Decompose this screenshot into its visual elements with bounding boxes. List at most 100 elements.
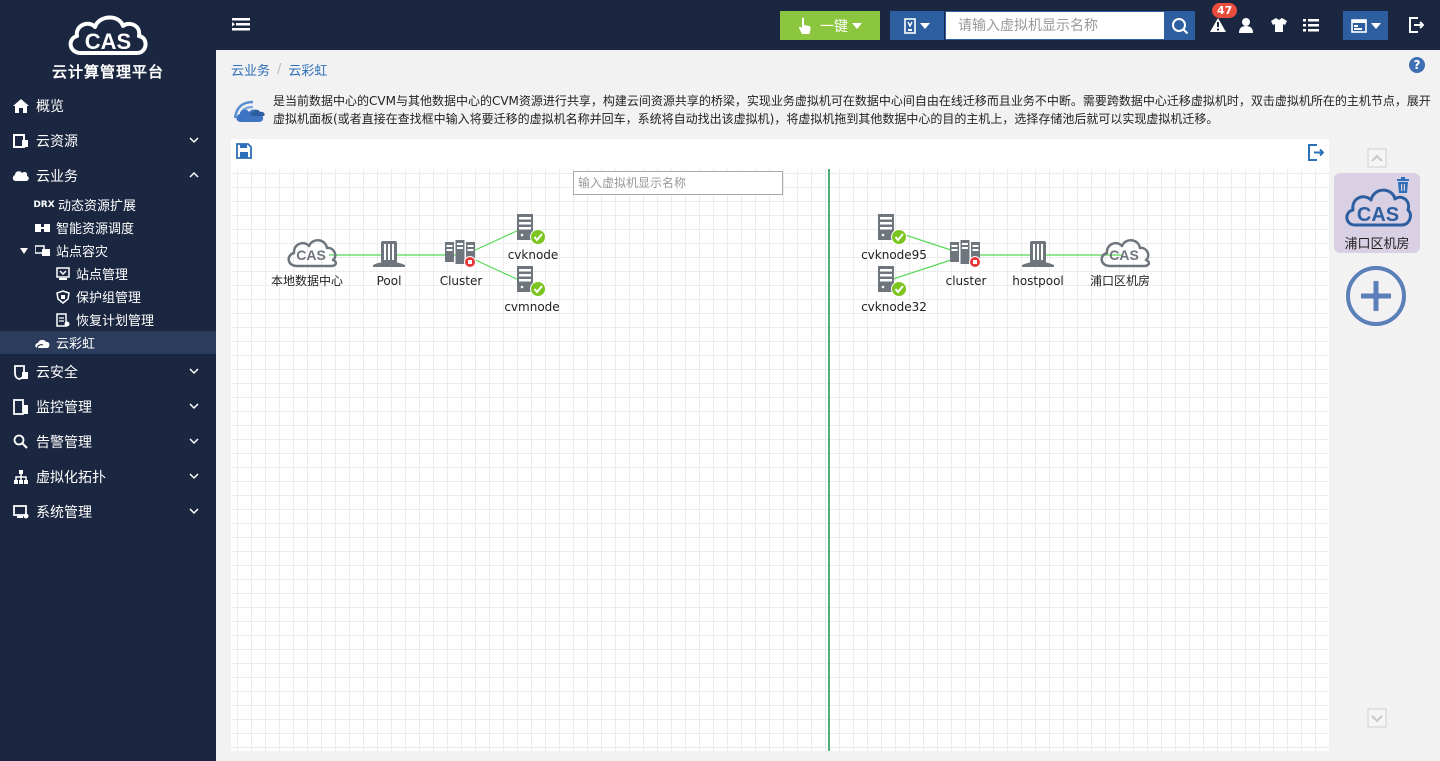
monitor-icon — [12, 398, 30, 416]
tshirt-icon — [1271, 18, 1287, 32]
list-icon — [1303, 19, 1319, 32]
site-card-label: 浦口区机房 — [1344, 237, 1410, 252]
menu-toggle-icon[interactable] — [230, 14, 252, 34]
node-remote-datacenter[interactable]: CAS 浦口区机房 — [1090, 238, 1151, 288]
breadcrumb-link-cloud-service[interactable]: 云业务 — [231, 64, 271, 79]
sidebar-item-protection-group[interactable]: 保护组管理 — [0, 285, 216, 308]
node-label: 本地数据中心 — [271, 273, 343, 288]
caret-down-icon — [1370, 22, 1381, 29]
cloud-resource-icon — [12, 132, 30, 150]
node-host-cvknode95[interactable]: cvknode95 — [861, 214, 927, 262]
node-pool[interactable]: Pool — [373, 241, 405, 288]
cloud-rainbow-icon — [233, 100, 265, 122]
sidebar-item-monitor[interactable]: 监控管理 — [0, 389, 216, 424]
breadcrumb-separator: / — [277, 62, 282, 77]
trash-icon[interactable] — [1396, 177, 1410, 193]
site-mgmt-icon — [54, 266, 72, 281]
one-click-label: 一键 — [820, 18, 848, 35]
topology-link — [470, 228, 522, 253]
sidebar-item-label: 概览 — [36, 98, 64, 115]
sidebar-item-cloud-security[interactable]: 云安全 — [0, 354, 216, 389]
sidebar-item-system[interactable]: 系统管理 — [0, 494, 216, 529]
sidebar: CAS 云计算管理平台 概览 云资源 云业务 DRX 动态资源扩展 智能资源调度 — [0, 0, 216, 761]
vm-type-dropdown[interactable] — [890, 11, 944, 40]
node-label: cvknode — [508, 248, 559, 262]
ok-status-icon — [529, 228, 547, 246]
sidebar-item-drx[interactable]: DRX 动态资源扩展 — [0, 193, 216, 216]
error-status-icon — [464, 256, 476, 268]
sidebar-item-alarm[interactable]: 告警管理 — [0, 424, 216, 459]
save-icon[interactable] — [236, 143, 252, 159]
sidebar-item-label: 保护组管理 — [76, 291, 142, 306]
topology-canvas[interactable]: CAS 本地数据中心 Pool Cluster cvknode cvmnode … — [231, 139, 1329, 751]
node-host-cvknode[interactable]: cvknode — [508, 214, 559, 262]
node-host-cvknode32[interactable]: cvknode32 — [861, 266, 927, 314]
chevron-down-icon — [189, 473, 199, 480]
node-cluster-right[interactable]: cluster — [946, 240, 987, 288]
sidebar-item-label: 云业务 — [36, 168, 78, 185]
user-icon — [1239, 18, 1253, 33]
home-icon — [12, 97, 30, 115]
ok-status-icon — [890, 228, 908, 246]
sidebar-item-overview[interactable]: 概览 — [0, 88, 216, 123]
node-label: Cluster — [440, 274, 483, 288]
cloud-service-icon — [12, 167, 30, 185]
user-button[interactable] — [1235, 14, 1257, 36]
node-cluster[interactable]: Cluster — [440, 240, 483, 288]
caret-down-icon — [20, 247, 28, 254]
alarm-button[interactable] — [1207, 14, 1229, 36]
description-text: 是当前数据中心的CVM与其他数据中心的CVM资源进行共享，构建云间资源共享的桥梁… — [273, 94, 1431, 126]
drx-icon: DRX — [33, 199, 55, 210]
sidebar-item-label: 站点管理 — [76, 268, 129, 283]
task-list-button[interactable] — [1300, 14, 1322, 36]
vm-search-input[interactable] — [945, 11, 1165, 40]
alarm-count-badge: 47 — [1212, 3, 1238, 18]
shield-icon — [12, 363, 30, 381]
sidebar-item-site-mgmt[interactable]: 站点管理 — [0, 262, 216, 285]
search-icon — [1172, 17, 1189, 34]
sidebar-item-label: 云安全 — [36, 364, 78, 381]
view-switch-button[interactable] — [1343, 11, 1388, 40]
ok-status-icon — [890, 280, 908, 298]
node-hostpool[interactable]: hostpool — [1012, 241, 1064, 288]
sidebar-item-site-dr[interactable]: 站点容灾 — [0, 239, 216, 262]
topology-graph: CAS 本地数据中心 Pool Cluster cvknode cvmnode … — [271, 214, 1151, 314]
sidebar-item-label: 站点容灾 — [56, 245, 109, 260]
cloud-rainbow-icon — [34, 336, 52, 350]
site-dr-icon — [34, 244, 52, 258]
node-local-datacenter[interactable]: CAS 本地数据中心 — [271, 238, 343, 288]
scroll-down-button[interactable] — [1367, 708, 1387, 728]
sidebar-item-cloud-resource[interactable]: 云资源 — [0, 123, 216, 158]
sidebar-item-topology[interactable]: 虚拟化拓扑 — [0, 459, 216, 494]
node-host-cvmnode[interactable]: cvmnode — [504, 266, 560, 314]
chevron-down-icon — [189, 403, 199, 410]
top-bar: 一键 47 — [216, 0, 1440, 50]
help-icon[interactable]: ? — [1409, 57, 1425, 73]
sidebar-item-rainbow[interactable]: 云彩虹 — [0, 331, 216, 354]
sidebar-item-label: 监控管理 — [36, 399, 92, 416]
scroll-up-button[interactable] — [1367, 148, 1387, 168]
sidebar-item-scheduling[interactable]: 智能资源调度 — [0, 216, 216, 239]
svg-text:CAS: CAS — [85, 29, 131, 54]
scheduling-icon — [34, 221, 52, 235]
svg-text:CAS: CAS — [1109, 247, 1139, 263]
search-button[interactable] — [1165, 11, 1195, 40]
chevron-up-icon — [189, 171, 199, 178]
app-title: 云计算管理平台 — [51, 63, 164, 81]
topology-link — [886, 257, 958, 282]
svg-text:CAS: CAS — [1357, 204, 1399, 226]
breadcrumb-current: 云彩虹 — [288, 64, 328, 79]
sidebar-item-recovery-plan[interactable]: 恢复计划管理 — [0, 308, 216, 331]
sidebar-item-cloud-service[interactable]: 云业务 — [0, 158, 216, 193]
theme-button[interactable] — [1268, 14, 1290, 36]
add-site-button[interactable] — [1345, 265, 1407, 327]
exit-fullscreen-icon[interactable] — [1307, 144, 1324, 161]
logout-button[interactable] — [1405, 14, 1427, 36]
sidebar-item-label: 动态资源扩展 — [58, 199, 137, 214]
one-click-button[interactable]: 一键 — [780, 11, 880, 40]
canvas-vm-search-input[interactable] — [573, 171, 783, 195]
ok-status-icon — [529, 280, 547, 298]
sidebar-item-label: 云彩虹 — [56, 337, 96, 352]
node-label: cvmnode — [504, 300, 559, 314]
page-description: 是当前数据中心的CVM与其他数据中心的CVM资源进行共享，构建云间资源共享的桥梁… — [231, 92, 1431, 134]
